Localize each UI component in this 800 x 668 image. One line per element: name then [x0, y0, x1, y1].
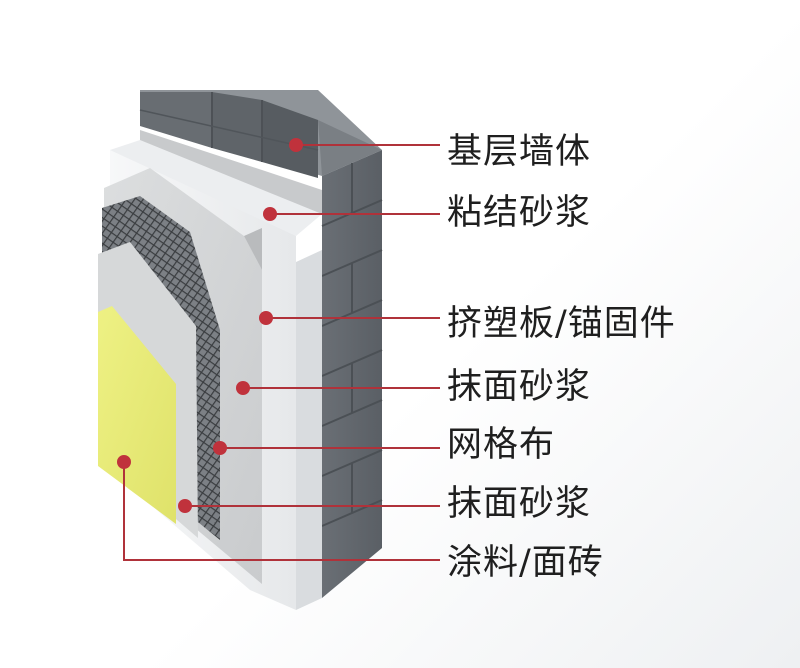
leader-dot	[213, 441, 227, 455]
leader-lines	[123, 144, 440, 561]
leader-dot	[117, 455, 131, 469]
label-plaster-mortar-2: 抹面砂浆	[447, 484, 592, 524]
plaster-mortar-1-edge	[244, 228, 262, 270]
leader-dot	[178, 499, 192, 513]
brick-block-front-top	[318, 120, 382, 176]
label-paint-tile: 涂料/面砖	[447, 543, 604, 583]
finish-layer	[98, 306, 176, 524]
leader-dot	[263, 207, 277, 221]
brick-block	[212, 92, 262, 162]
bonding-mortar-layer	[140, 130, 322, 214]
brick-joints	[321, 163, 383, 527]
base-wall-layer	[139, 90, 383, 598]
leader-dot	[259, 311, 273, 325]
xps-board-side	[296, 250, 322, 610]
brick-block	[262, 100, 318, 178]
label-plaster-mortar-1: 抹面砂浆	[447, 367, 592, 407]
leader-dot	[289, 138, 303, 152]
label-xps-board-anchor: 挤塑板/锚固件	[447, 304, 676, 344]
label-base-wall: 基层墙体	[447, 132, 592, 172]
leader-dots	[117, 138, 303, 513]
label-bonding-mortar: 粘结砂浆	[447, 193, 592, 233]
label-mesh: 网格布	[447, 425, 556, 465]
leader-line-paint-tile	[123, 462, 440, 561]
leader-dot	[236, 381, 250, 395]
brick-block	[140, 92, 212, 148]
